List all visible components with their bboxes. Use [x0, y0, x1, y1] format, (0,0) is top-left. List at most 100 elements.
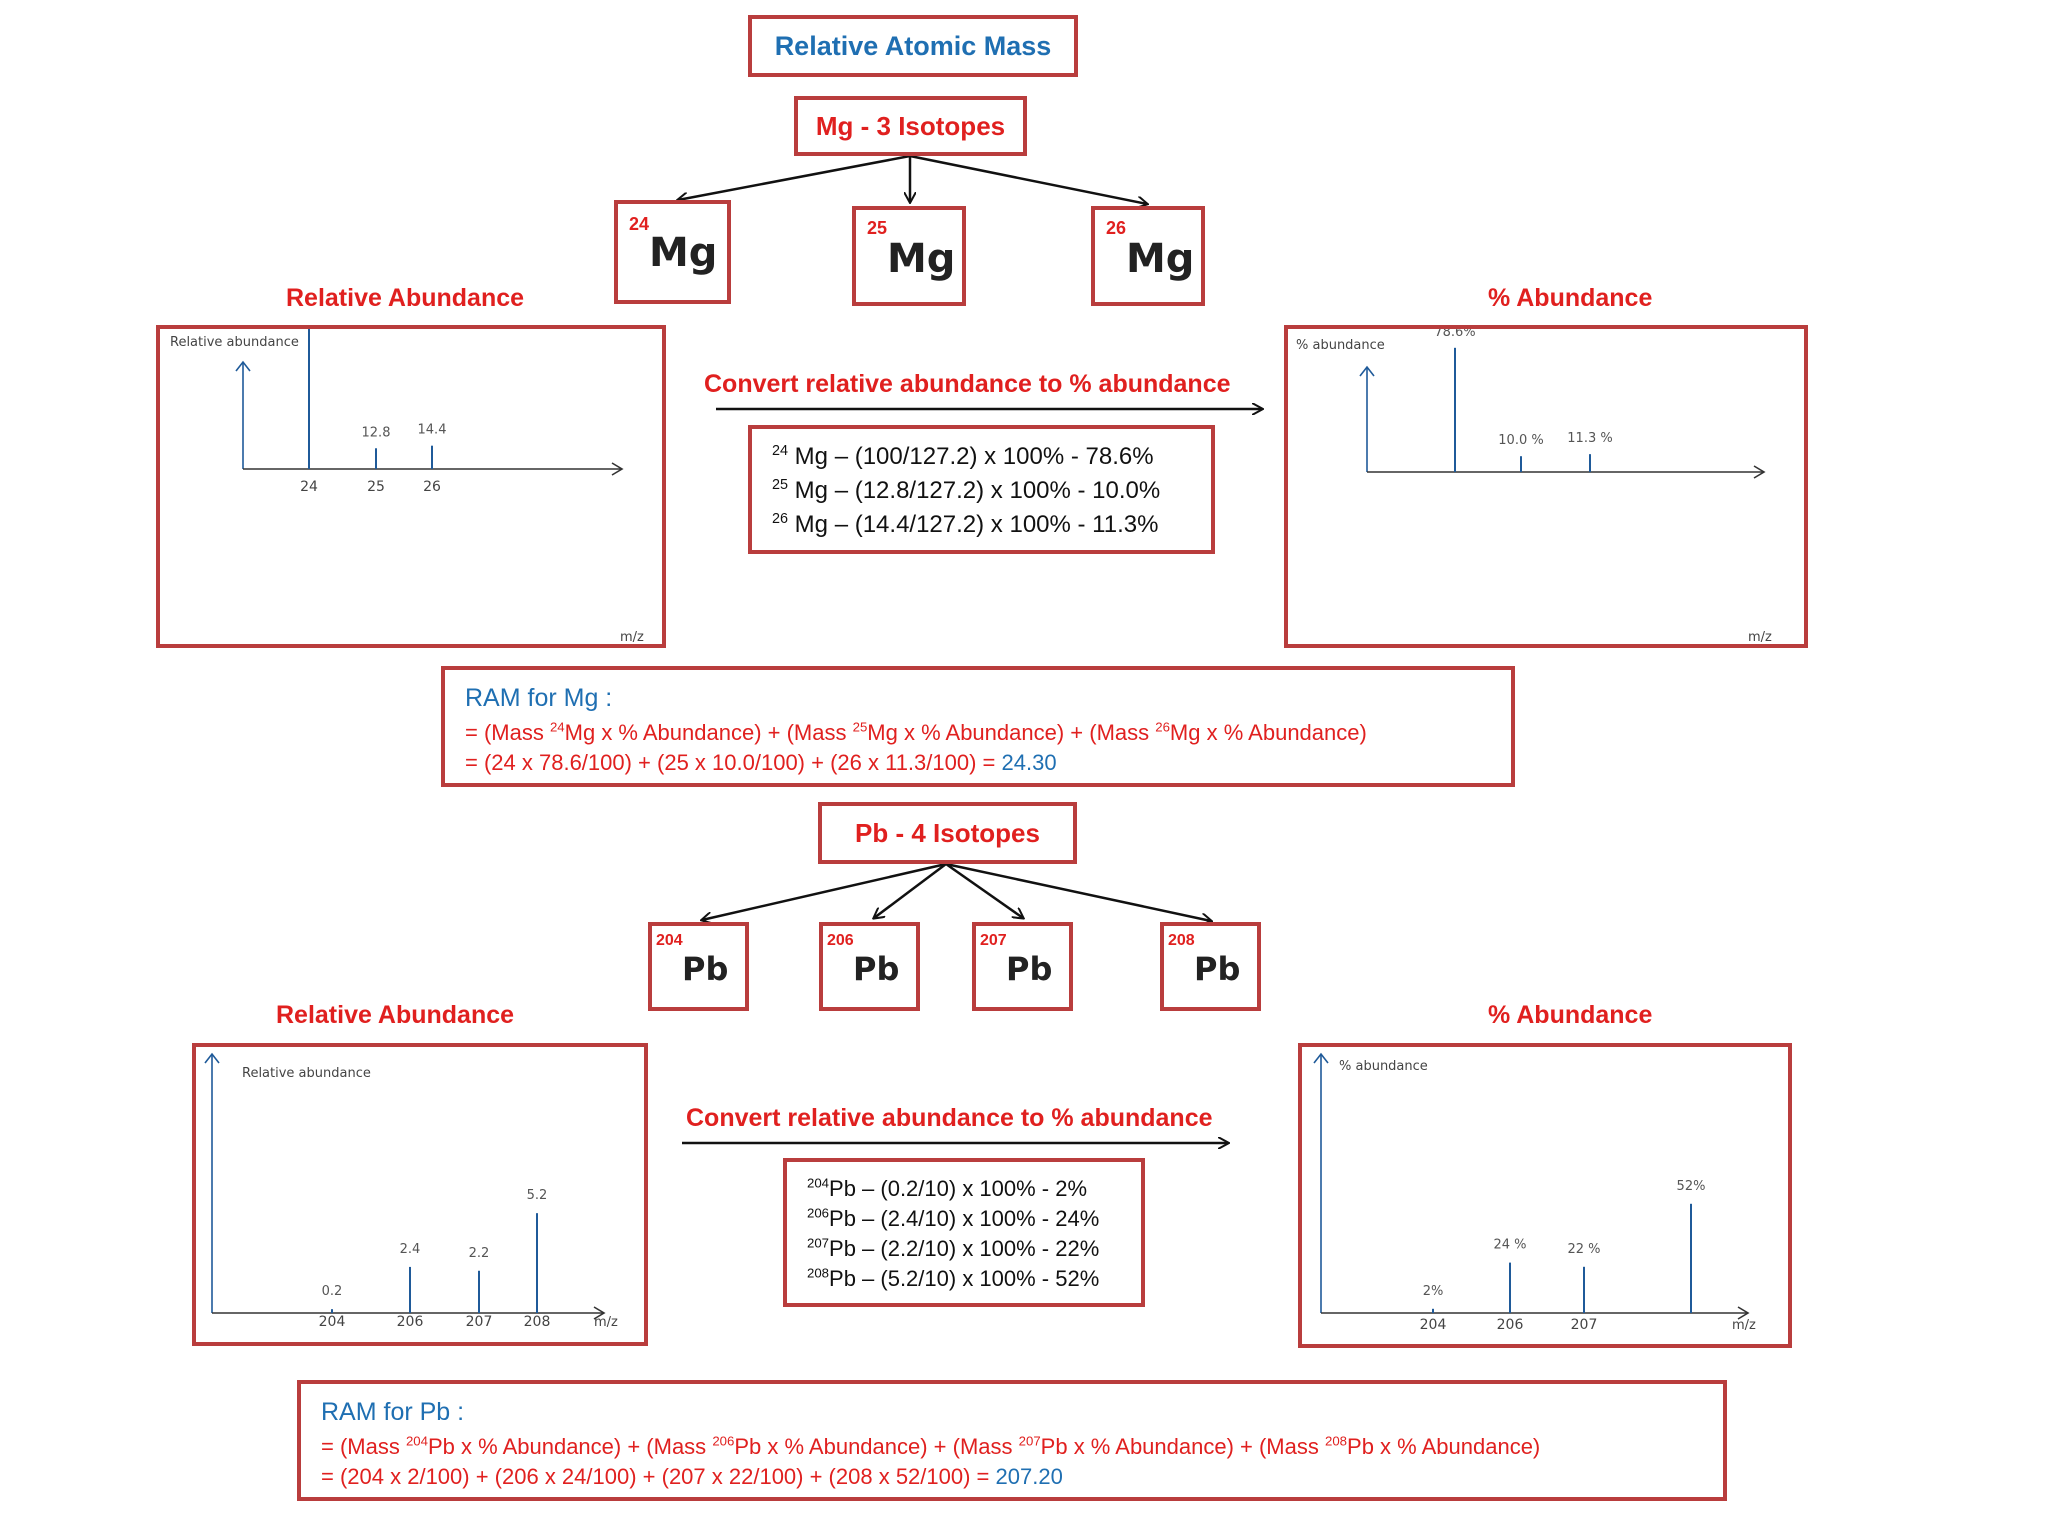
isotope-symbol: Mg [649, 230, 718, 276]
data-label: 2.2 [469, 1246, 490, 1261]
y-axis-title: % abundance [1339, 1059, 1428, 1074]
isotope-symbol: Mg [1126, 236, 1195, 282]
calc-superscript: 208 [807, 1265, 830, 1281]
isotope-symbol: Pb [853, 950, 900, 988]
data-label: 0.2 [322, 1284, 343, 1299]
formula-text: Pb x % Abundance) [1347, 1434, 1541, 1459]
y-axis-arrowhead [1359, 365, 1375, 377]
isotope-mass: 24 [629, 214, 650, 234]
data-label: 22 % [1567, 1242, 1600, 1257]
formula-superscript: 208 [1325, 1433, 1348, 1449]
y-axis-arrowhead [1313, 1052, 1329, 1064]
mg-percent-abundance-label: % Abundance [1488, 284, 1653, 312]
pb-arrow-1 [702, 862, 947, 920]
formula-text: Mg x % Abundance) + (Mass [867, 720, 1156, 745]
formula-superscript: 26 [1155, 719, 1170, 735]
pb-ram-box: RAM for Pb : = (Mass 204Pb x % Abundance… [297, 1380, 1727, 1501]
data-label: 11.3 % [1567, 431, 1612, 446]
formula-text: Mg x % Abundance) [1169, 720, 1367, 745]
data-label: 14.4 [418, 423, 447, 438]
pb-calc-line: 204Pb – (0.2/10) x 100% - 2% [807, 1176, 1087, 1202]
pb-calc-line: 208Pb – (5.2/10) x 100% - 52% [807, 1266, 1099, 1292]
isotope-symbol: Pb [682, 950, 729, 988]
mg-ram-calculation: = (24 x 78.6/100) + (25 x 10.0/100) + (2… [465, 750, 1057, 776]
mg-ram-box: RAM for Mg : = (Mass 24Mg x % Abundance)… [441, 666, 1515, 787]
mg-calc-line: 26 Mg – (14.4/127.2) x 100% - 11.3% [772, 511, 1158, 539]
data-label: 2.4 [400, 1242, 421, 1257]
x-tick-label: 204 [319, 1314, 346, 1330]
formula-superscript: 206 [712, 1433, 735, 1449]
pb-arrow-2 [874, 863, 947, 918]
x-axis-title: m/z [1732, 1318, 1756, 1333]
x-tick-label: 208 [524, 1314, 551, 1330]
calc-superscript: 206 [807, 1205, 830, 1221]
x-axis-arrowhead [1753, 465, 1766, 479]
data-label: 24 % [1493, 1238, 1526, 1253]
y-axis-arrowhead [235, 360, 251, 372]
isotope-card-mg26: 26 Mg [1091, 206, 1205, 306]
x-tick-label: 26 [423, 479, 441, 495]
mg-ram-result: 24.30 [1001, 750, 1057, 775]
data-label: 5.2 [527, 1188, 548, 1203]
mg-ram-title: RAM for Mg : [465, 684, 613, 712]
pb-ram-formula: = (Mass 204Pb x % Abundance) + (Mass 206… [321, 1434, 1540, 1460]
mg-arrow-right [909, 154, 1147, 204]
formula-text: Pb x % Abundance) + (Mass [1040, 1434, 1325, 1459]
isotope-card-pb204: 204 Pb [648, 922, 749, 1011]
calc-text: Pb – (2.4/10) x 100% - 24% [829, 1206, 1100, 1231]
mg-header: Mg - 3 Isotopes [794, 96, 1027, 156]
data-label: 10.0 % [1498, 433, 1543, 448]
y-axis-title: Relative abundance [242, 1066, 371, 1081]
pb-arrow-4 [945, 862, 1211, 921]
calc-superscript: 24 [772, 443, 789, 459]
x-axis-title: m/z [594, 1315, 618, 1330]
mg-ram-expression: = (24 x 78.6/100) + (25 x 10.0/100) + (2… [465, 750, 1002, 775]
isotope-card-mg24: 24 Mg [614, 200, 731, 304]
calc-superscript: 207 [807, 1235, 830, 1251]
isotope-card-mg25: 25 Mg [852, 206, 966, 306]
x-axis-title: m/z [1748, 630, 1772, 644]
mg-arrow-left [678, 154, 911, 200]
y-axis-title: Relative abundance [170, 335, 299, 350]
pb-ram-result: 207.20 [995, 1464, 1063, 1489]
isotope-card-pb208: 208 Pb [1160, 922, 1261, 1011]
pb-calc-line: 206Pb – (2.4/10) x 100% - 24% [807, 1206, 1099, 1232]
formula-text: = (Mass [465, 720, 550, 745]
data-label: 2% [1423, 1284, 1444, 1299]
data-label: 12.8 [362, 425, 391, 440]
formula-superscript: 25 [852, 719, 868, 735]
isotope-mass: 207 [980, 932, 1007, 949]
mg-calc-box: 24 Mg – (100/127.2) x 100% - 78.6% 25 Mg… [748, 425, 1215, 554]
mg-convert-label: Convert relative abundance to % abundanc… [704, 370, 1231, 398]
pb-ram-calculation: = (204 x 2/100) + (206 x 24/100) + (207 … [321, 1464, 1063, 1490]
y-axis-title: % abundance [1296, 338, 1385, 353]
pb-relative-abundance-label: Relative Abundance [276, 1001, 515, 1029]
calc-text: Mg – (14.4/127.2) x 100% - 11.3% [788, 511, 1159, 538]
isotope-mass: 208 [1168, 932, 1195, 949]
mg-ram-formula: = (Mass 24Mg x % Abundance) + (Mass 25Mg… [465, 720, 1367, 746]
formula-text: Mg x % Abundance) + (Mass [564, 720, 853, 745]
isotope-mass: 25 [867, 218, 888, 238]
mg-relative-abundance-label: Relative Abundance [286, 284, 525, 312]
isotope-card-pb206: 206 Pb [819, 922, 920, 1011]
x-axis-arrowhead [593, 1306, 606, 1320]
calc-superscript: 204 [807, 1175, 830, 1191]
pb-calc-box: 204Pb – (0.2/10) x 100% - 2% 206Pb – (2.… [783, 1158, 1145, 1307]
y-axis-arrowhead [204, 1052, 220, 1064]
isotope-symbol: Mg [887, 236, 956, 282]
x-axis-arrowhead [1737, 1306, 1750, 1320]
x-tick-label: 24 [300, 479, 318, 495]
calc-text: Mg – (12.8/127.2) x 100% - 10.0% [788, 477, 1161, 504]
x-tick-label: 207 [1571, 1317, 1598, 1333]
calc-text: Pb – (2.2/10) x 100% - 22% [829, 1236, 1100, 1261]
isotope-card-pb207: 207 Pb [972, 922, 1073, 1011]
pb-ram-expression: = (204 x 2/100) + (206 x 24/100) + (207 … [321, 1464, 996, 1489]
